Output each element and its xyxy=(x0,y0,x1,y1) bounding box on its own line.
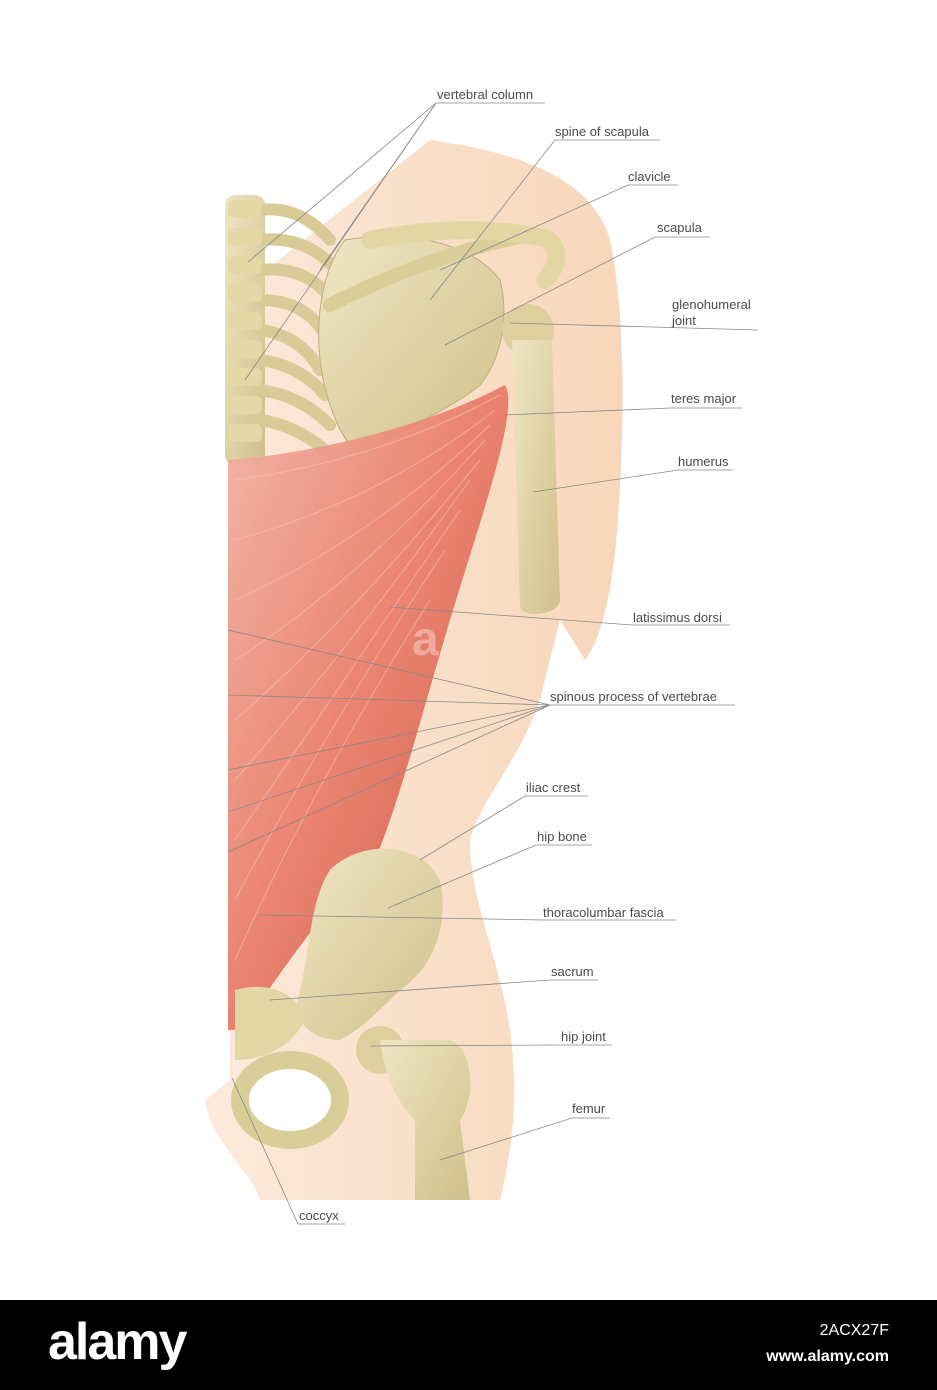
label-femur: femur xyxy=(572,1101,606,1116)
hip-bone xyxy=(231,848,443,1149)
label-spine-of-scapula: spine of scapula xyxy=(555,124,649,139)
label-glenohumeral-joint-line2: joint xyxy=(672,313,696,328)
latissimus-dorsi-muscle xyxy=(228,385,509,1030)
label-teres-major: teres major xyxy=(671,391,737,406)
femur-bone xyxy=(356,1026,471,1200)
alamy-logo: alamy xyxy=(48,1313,187,1371)
scapula-bone xyxy=(318,228,537,456)
leader-lines xyxy=(227,102,759,1225)
image-id: 2ACX27F xyxy=(819,1322,889,1339)
anatomy-illustration xyxy=(205,102,759,1225)
sacrum-bone xyxy=(235,986,305,1060)
label-sacrum: sacrum xyxy=(551,964,594,979)
label-iliac-crest: iliac crest xyxy=(526,780,581,795)
footer-bar: alamy 2ACX27F www.alamy.com xyxy=(0,1300,937,1390)
label-scapula: scapula xyxy=(657,220,702,235)
label-coccyx: coccyx xyxy=(299,1208,339,1223)
clavicle-bone xyxy=(361,221,566,289)
label-humerus: humerus xyxy=(678,454,729,469)
label-spinous-process: spinous process of vertebrae xyxy=(550,689,717,704)
humerus-bone xyxy=(502,304,560,615)
watermark: a xyxy=(412,613,439,666)
label-latissimus-dorsi: latissimus dorsi xyxy=(633,610,722,625)
vertebral-column xyxy=(225,195,346,465)
label-hip-bone: hip bone xyxy=(537,829,587,844)
label-thoracolumbar-fascia: thoracolumbar fascia xyxy=(543,905,664,920)
site-url: www.alamy.com xyxy=(766,1348,889,1365)
label-vertebral-column: vertebral column xyxy=(437,87,534,102)
label-clavicle: clavicle xyxy=(628,169,671,184)
label-hip-joint: hip joint xyxy=(561,1029,606,1044)
label-glenohumeral-joint-line1: glenohumeral xyxy=(672,297,751,312)
